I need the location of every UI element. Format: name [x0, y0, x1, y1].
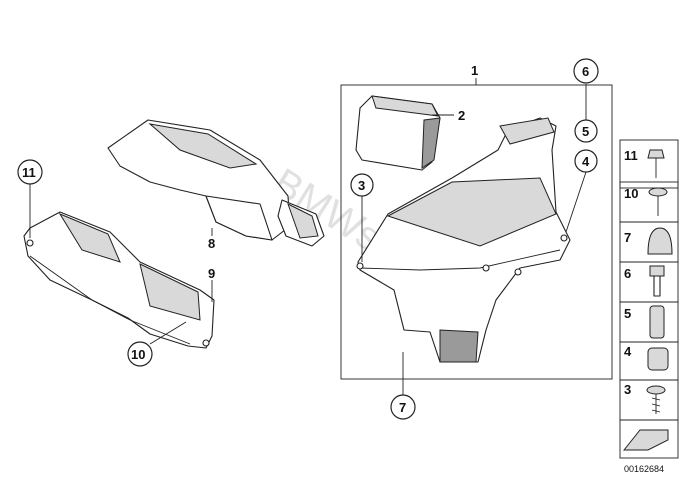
callout-6: 6: [582, 64, 589, 79]
callout-10-circle: [127, 341, 153, 367]
leader-lines: [29, 78, 587, 396]
callout-5-circle: [574, 119, 598, 143]
air-duct-lower: [23, 211, 215, 349]
air-filter-housing: [356, 117, 571, 363]
legend-item-7: 7: [624, 230, 631, 245]
callouts: 1 2 3 4 5 6 7 8 9 10 11: [17, 58, 599, 420]
filter-element: [355, 95, 441, 171]
callout-6-circle: [573, 58, 599, 84]
grommet-icon: [647, 347, 669, 371]
rubber-buffer-icon: [647, 227, 673, 255]
assembly-frame: [340, 84, 613, 380]
callout-4: 4: [582, 154, 590, 169]
legend-item-5: 5: [624, 306, 631, 321]
callout-2: 2: [458, 108, 465, 123]
screw-icon: [647, 149, 665, 178]
arrow-icon: [622, 429, 669, 451]
tapping-screw-icon: [646, 385, 666, 414]
legend-item-10: 10: [624, 186, 638, 201]
legend-item-3: 3: [624, 382, 631, 397]
parts-legend: 11 10 7 6 5 4 3: [619, 139, 679, 459]
legend-item-4: 4: [624, 344, 632, 359]
callout-7: 7: [399, 400, 406, 415]
callout-5: 5: [582, 124, 589, 139]
legend-item-6: 6: [624, 266, 631, 281]
legend-item-11: 11: [624, 148, 638, 163]
callout-11-circle: [17, 159, 43, 185]
callout-3: 3: [358, 178, 365, 193]
intake-duct: [107, 119, 325, 247]
hex-bolt-icon: [649, 265, 665, 297]
callout-10: 10: [131, 347, 145, 362]
callout-1: 1: [471, 63, 478, 78]
callout-9: 9: [208, 266, 215, 281]
callout-4-circle: [574, 149, 598, 173]
callout-8: 8: [208, 236, 215, 251]
callout-3-circle: [350, 173, 374, 197]
callout-11: 11: [22, 165, 36, 180]
callout-7-circle: [390, 394, 416, 420]
sleeve-icon: [649, 305, 665, 339]
bolt-washer-icon: [648, 187, 668, 216]
reference-number: 00162684: [624, 464, 664, 474]
